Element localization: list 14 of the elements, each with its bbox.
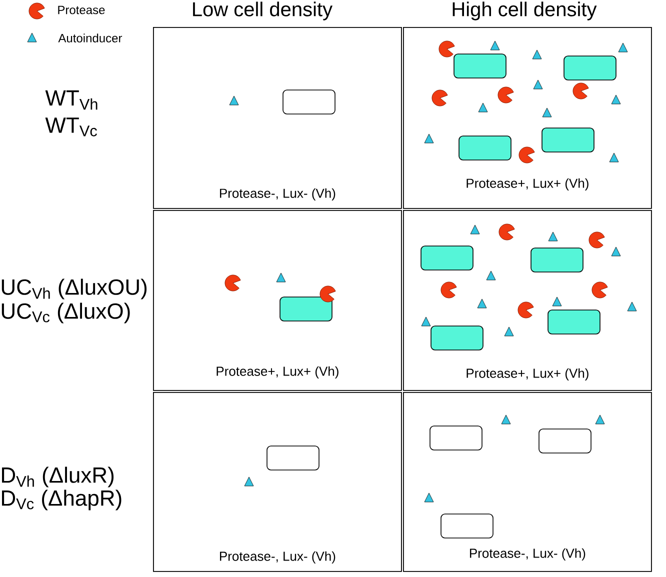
panel: Protease-, Lux- (Vh)	[153, 27, 402, 209]
panel: Protease+, Lux+ (Vh)	[403, 210, 652, 391]
row-label: D$_{Vc}$ (ΔhapR)	[2, 490, 122, 510]
panel: Protease+, Lux+ (Vh)	[153, 210, 402, 391]
column-heading: High cell density	[452, 2, 597, 20]
row-label: UC$_{Vc}$ (ΔluxO)	[2, 302, 130, 324]
legend-text: Autoinducer	[58, 34, 122, 42]
panel: Protease-, Lux- (Vh)	[403, 392, 652, 572]
row-label: D$_{Vh}$ (ΔluxR)	[2, 466, 114, 488]
legend-text: Protease	[58, 6, 105, 14]
row-label: WT$_{Vh}$	[45, 90, 98, 110]
row-label: WT$_{Vc}$	[45, 118, 97, 136]
panel: Protease+, Lux+ (Vh)	[403, 27, 652, 209]
panel: Protease-, Lux- (Vh)	[153, 392, 402, 572]
